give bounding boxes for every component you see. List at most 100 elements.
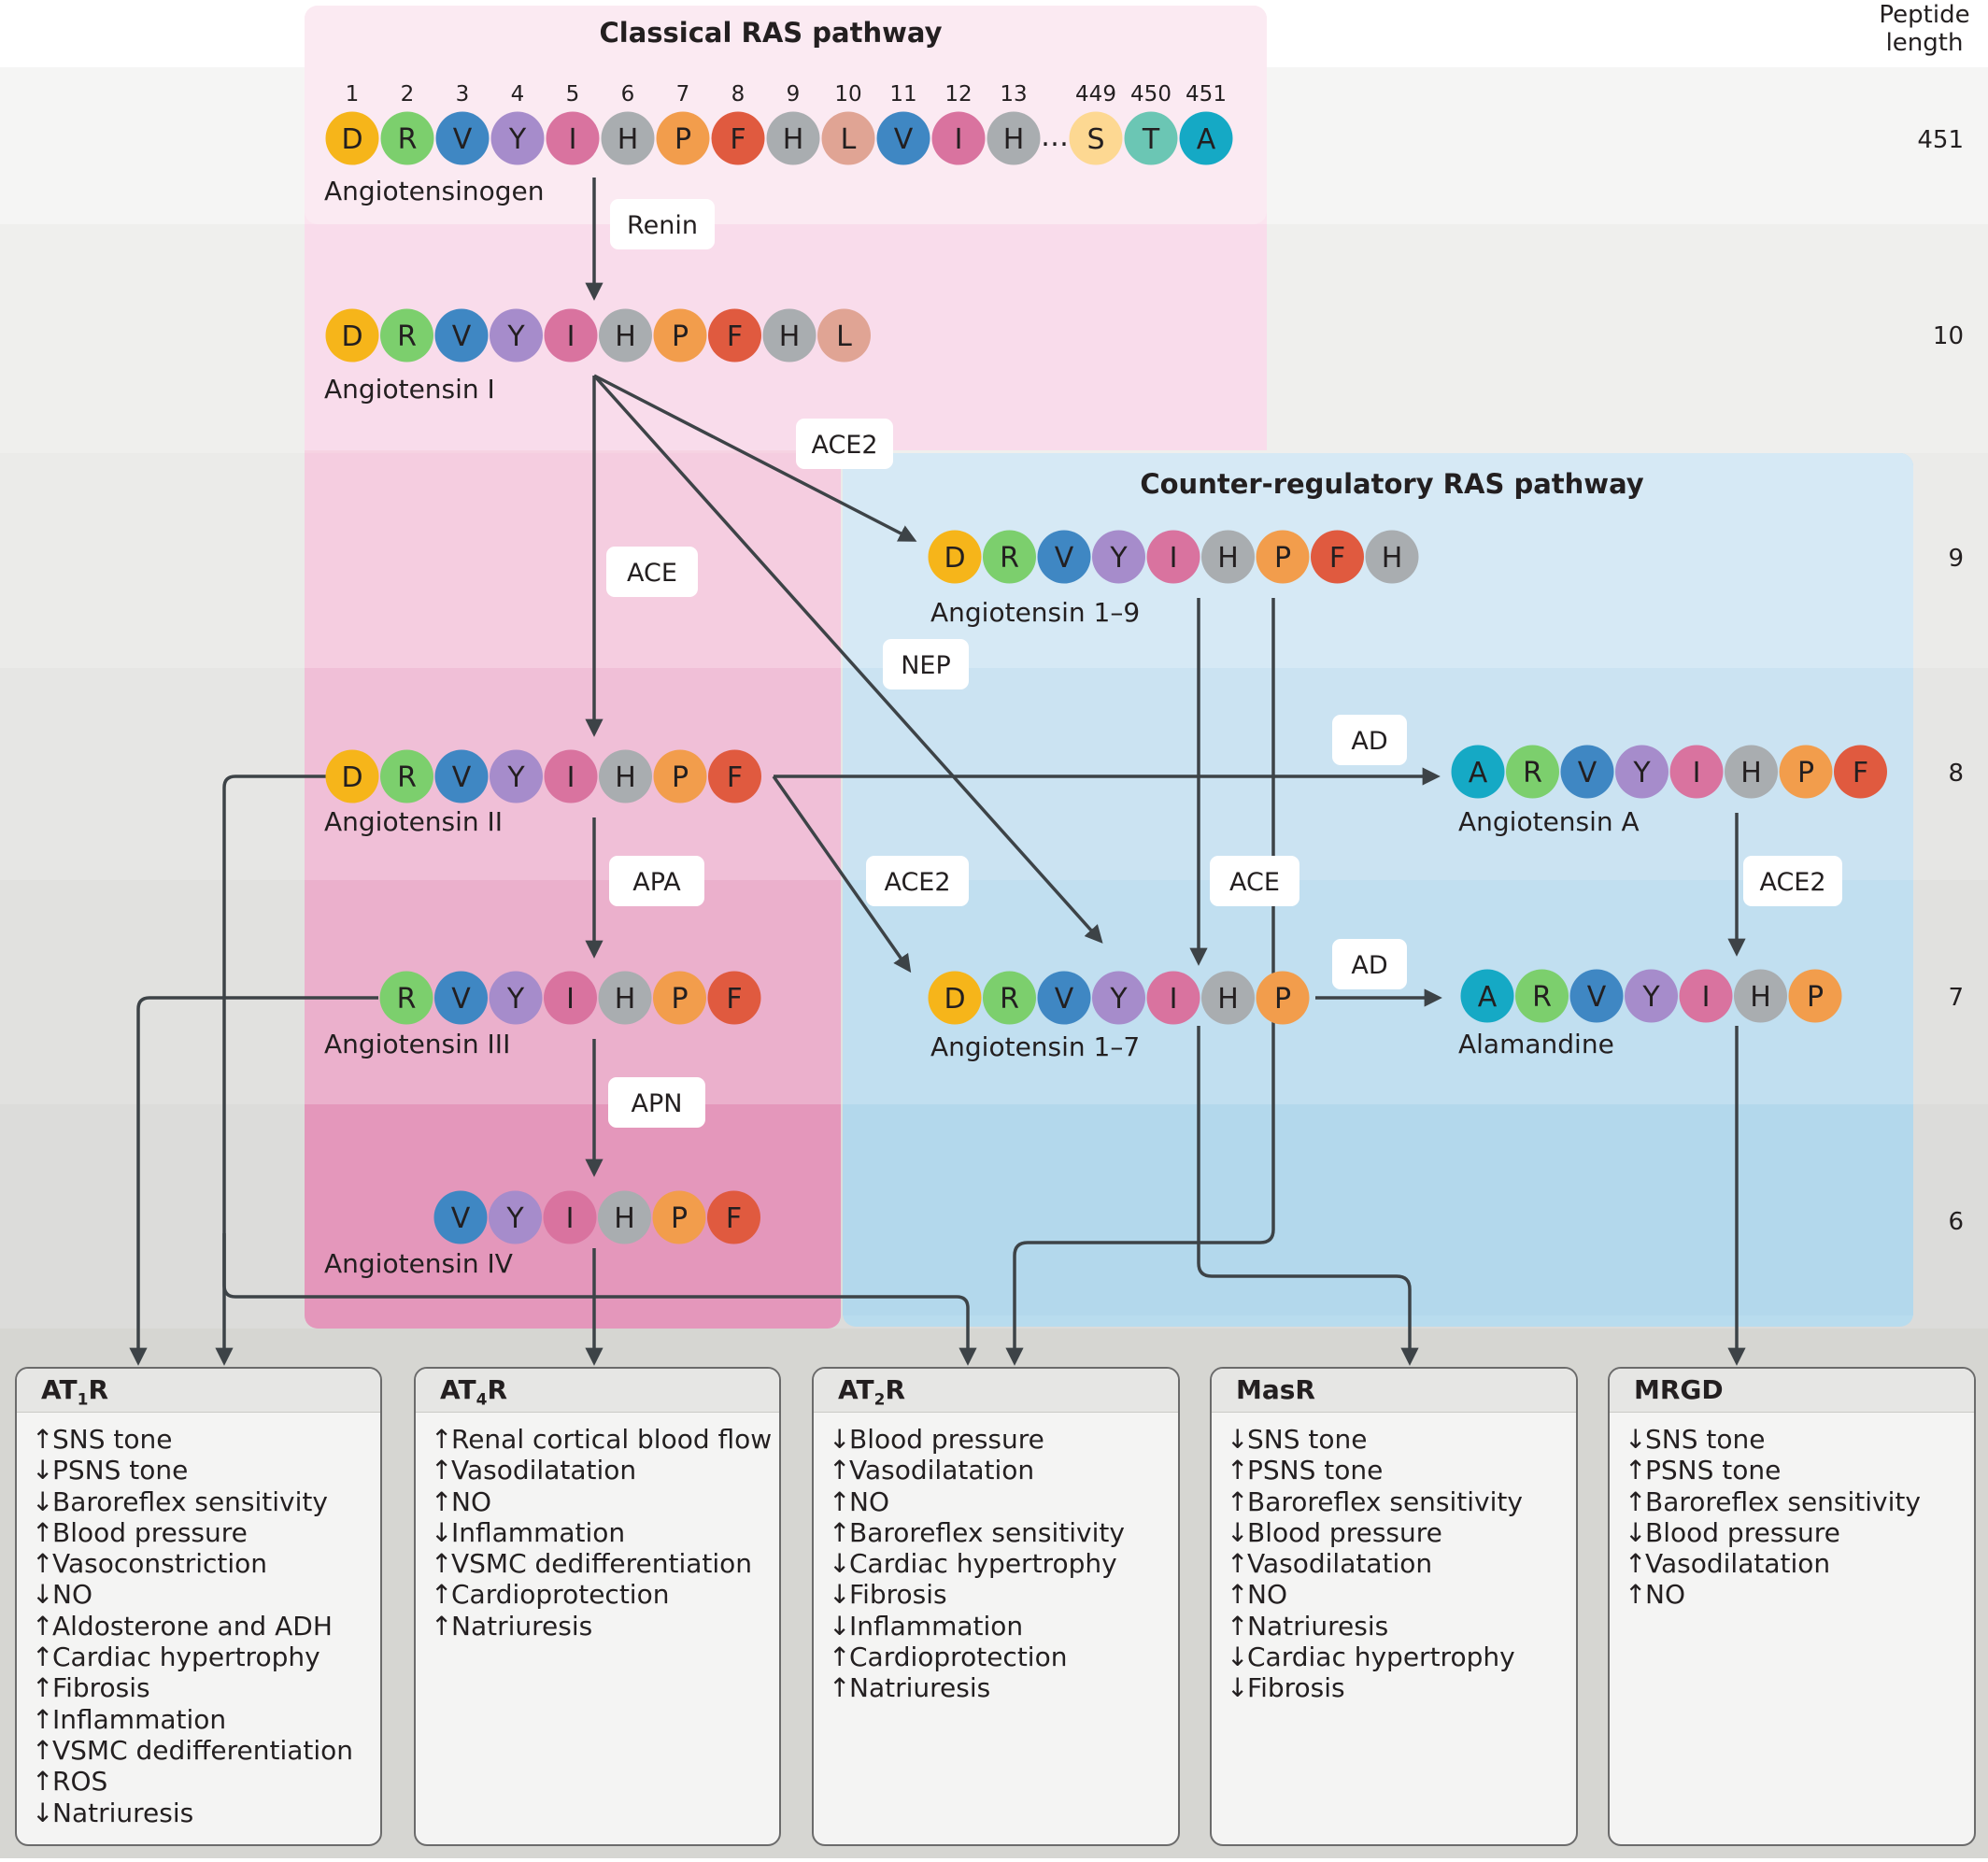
residue-position: 1	[346, 82, 360, 107]
increase-arrow-icon: ↑	[829, 1642, 851, 1673]
residue-letter: Y	[1109, 983, 1128, 1016]
residue-circle	[1515, 969, 1569, 1023]
effect-text: Cardioprotection	[451, 1579, 670, 1611]
residue-position: 9	[787, 82, 801, 107]
increase-arrow-icon: ↑	[829, 1516, 851, 1548]
residue-circle	[433, 1190, 488, 1244]
residue-position: 6	[621, 82, 635, 107]
effect-text: VSMC dedifferentiation	[52, 1734, 354, 1766]
enzyme-label: ACE2	[884, 868, 950, 897]
residue-letter: Y	[506, 761, 525, 794]
peptide-label: Angiotensinogen	[324, 176, 545, 206]
decrease-arrow-icon: ↓	[1625, 1516, 1647, 1548]
residue-circle	[1201, 971, 1255, 1025]
residue-circle	[762, 308, 816, 362]
receptor-box-at4r: AT4R↑Renal cortical blood flow↑Vasodilat…	[414, 1367, 781, 1846]
ellipsis-text: …	[1041, 121, 1069, 153]
residue-letter: V	[451, 1202, 471, 1235]
residue-letter: I	[566, 983, 575, 1016]
residue-letter: P	[674, 123, 691, 156]
residue-circle	[1615, 745, 1668, 799]
residue-circle	[708, 308, 761, 362]
residue-circle	[434, 971, 488, 1025]
effect-item: ↓Inflammation	[431, 1517, 779, 1548]
residue-circle	[489, 1190, 542, 1244]
effect-text: Fibrosis	[849, 1579, 947, 1611]
effect-text: NO	[451, 1485, 491, 1517]
effect-text: ROS	[52, 1766, 108, 1798]
effect-item: ↑Blood pressure	[32, 1517, 380, 1548]
residue-circle	[380, 308, 433, 362]
residue-letter: Y	[508, 123, 527, 156]
residue-letter: Y	[1641, 981, 1660, 1014]
decrease-arrow-icon: ↓	[1227, 1424, 1249, 1455]
residue-letter: Y	[1632, 757, 1651, 789]
residue-circle	[325, 749, 379, 803]
residue-circle	[928, 971, 982, 1025]
residue-circle	[1669, 745, 1724, 799]
residue-position: 10	[834, 82, 861, 107]
residue-circle	[653, 308, 707, 362]
residue-circle	[1037, 530, 1091, 584]
effect-item: ↑Vasodilatation	[829, 1455, 1178, 1485]
effect-item: ↓NO	[32, 1579, 380, 1610]
residue-circle	[598, 1190, 651, 1244]
residue-letter: V	[1055, 983, 1074, 1016]
residue-letter: H	[779, 320, 801, 353]
decrease-arrow-icon: ↓	[829, 1610, 851, 1642]
residue-circle	[652, 1190, 706, 1244]
residue-position: 4	[511, 82, 525, 107]
receptor-subscript: 1	[77, 1390, 89, 1410]
effect-text: Natriuresis	[849, 1672, 991, 1704]
receptor-title: AT1R	[17, 1369, 380, 1413]
residue-letter: H	[1217, 983, 1239, 1016]
residue-letter: Y	[1109, 542, 1128, 575]
increase-arrow-icon: ↑	[1625, 1579, 1647, 1611]
residue-letter: R	[398, 123, 418, 156]
residue-circle	[1256, 530, 1310, 584]
classical-pathway-title: Classical RAS pathway	[599, 17, 942, 49]
receptor-box-at1r: AT1R↑SNS tone↓PSNS tone↓Baroreflex sensi…	[15, 1367, 382, 1846]
enzyme-label: ACE	[627, 559, 677, 588]
residue-position: 12	[944, 82, 972, 107]
residue-circle	[1146, 971, 1200, 1025]
residue-circle	[1734, 969, 1787, 1023]
effect-text: Baroreflex sensitivity	[849, 1516, 1125, 1548]
residue-circle	[380, 111, 434, 165]
residue-letter: P	[671, 1202, 688, 1235]
peptide-chains: D1R2V3Y4I5H6P7F8H9L10V11I12H13…S449T450A…	[324, 82, 1887, 1279]
residue-letter: R	[1000, 983, 1019, 1016]
increase-arrow-icon: ↑	[32, 1703, 54, 1735]
increase-arrow-icon: ↑	[32, 1766, 54, 1798]
effect-item: ↑Cardiac hypertrophy	[32, 1642, 380, 1672]
enzyme-ace-2: ACE	[1210, 856, 1299, 906]
length-value: 451	[1917, 126, 1964, 154]
effect-text: Inflammation	[52, 1703, 227, 1735]
effect-item: ↑Renal cortical blood flow	[431, 1424, 779, 1455]
residue-circle	[1365, 530, 1419, 584]
enzyme-label: AD	[1351, 951, 1387, 980]
residue-circle	[653, 971, 706, 1025]
residue-letter: A	[1197, 123, 1216, 156]
residue-letter: V	[894, 123, 914, 156]
residue-letter: V	[1578, 757, 1598, 789]
effect-text: PSNS tone	[1645, 1455, 1782, 1486]
residue-letter: S	[1086, 123, 1104, 156]
residue-letter: I	[955, 123, 963, 156]
residue-letter: I	[1170, 542, 1178, 575]
residue-letter: D	[341, 123, 362, 156]
residue-circle	[599, 749, 652, 803]
length-value: 6	[1948, 1208, 1964, 1236]
residue-letter: P	[672, 761, 689, 794]
residue-circle	[983, 530, 1036, 584]
length-value: 9	[1948, 545, 1964, 573]
effect-text: Vasoconstriction	[52, 1548, 268, 1580]
residue-position: 13	[1000, 82, 1027, 107]
effect-item: ↓Blood pressure	[1227, 1517, 1576, 1548]
residue-circle	[1092, 530, 1145, 584]
residue-position: 451	[1186, 82, 1227, 107]
residue-letter: F	[730, 123, 746, 156]
receptor-title: AT2R	[814, 1369, 1178, 1413]
residue-circle	[490, 111, 545, 165]
